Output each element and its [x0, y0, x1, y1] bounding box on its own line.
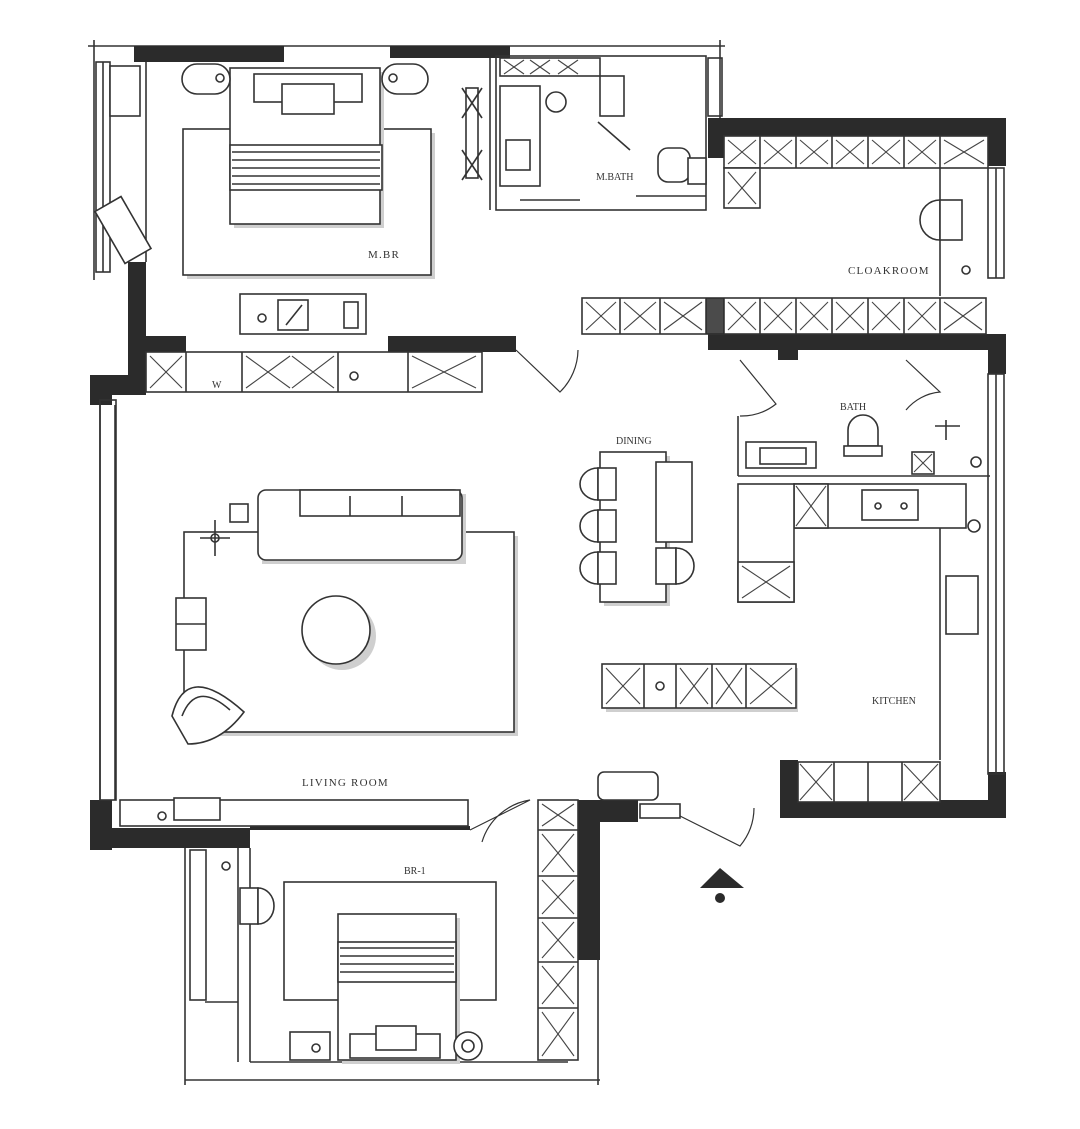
- label-dining: DINING: [616, 436, 652, 447]
- entrance-arrow-icon: [700, 868, 744, 888]
- cloakroom: CLOAKROOM: [581, 135, 989, 335]
- bedroom-1: BR-1: [205, 799, 579, 1064]
- living-room: LIVING ROOM: [119, 489, 531, 843]
- label-wardrobe-w: W: [212, 380, 222, 391]
- label-cloakroom: CLOAKROOM: [848, 265, 930, 277]
- label-master-bath: M.BATH: [596, 172, 634, 183]
- bath: BATH: [737, 359, 990, 477]
- label-master-bedroom: M.BR: [368, 249, 400, 261]
- label-bath: BATH: [840, 402, 866, 413]
- wardrobe-row: W: [145, 349, 579, 393]
- windows: [95, 57, 1005, 1001]
- label-bedroom-1: BR-1: [404, 866, 426, 877]
- label-kitchen: KITCHEN: [872, 696, 916, 707]
- master-bedroom: M.BR: [93, 58, 491, 335]
- entry: [597, 771, 755, 903]
- entrance-dot-icon: [715, 893, 725, 903]
- label-living-room: LIVING ROOM: [302, 777, 389, 789]
- kitchen: KITCHEN: [601, 483, 981, 803]
- dining: DINING: [579, 436, 695, 606]
- walls: [90, 46, 1006, 960]
- master-bath: M.BATH: [495, 55, 707, 211]
